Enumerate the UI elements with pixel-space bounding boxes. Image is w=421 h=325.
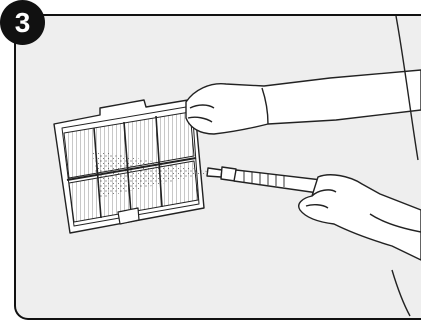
water-spray [92,150,212,198]
step-number: 3 [14,7,31,38]
lower-arm-sleeve [369,213,421,233]
upper-arm-sleeve [261,87,269,125]
step-number-badge: 3 [0,0,45,45]
filter-bottom-tab [117,207,140,225]
lower-hand [298,174,421,261]
upper-hand [185,69,421,135]
person-outline [391,15,419,317]
hose-nozzle [206,167,223,178]
hose [206,166,333,196]
